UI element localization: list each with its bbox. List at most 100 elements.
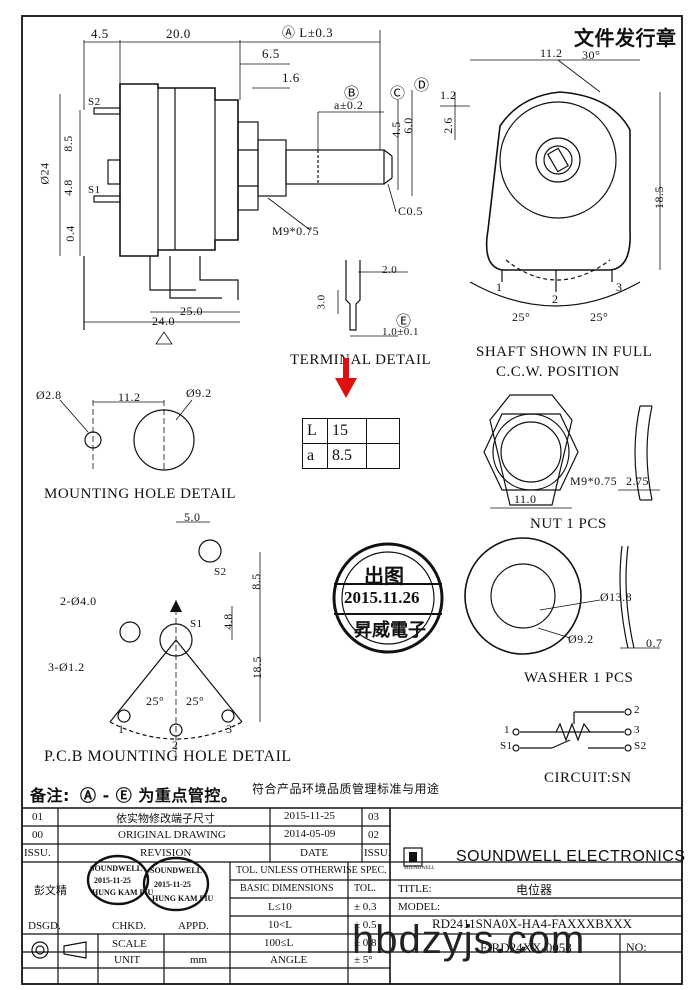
label-angle: ANGLE: [270, 954, 308, 966]
pcb-pin-2: 2: [172, 738, 179, 752]
signer-name: 彭文精: [34, 884, 67, 897]
table-cell-value: 8.5: [327, 443, 367, 469]
circuit-pin-3: 3: [634, 724, 640, 736]
tol-range-3: 100≤L: [264, 937, 294, 949]
terminal-dim-3: 3.0: [315, 294, 328, 310]
dim-a-tol: a±0.2: [334, 98, 364, 112]
table-cell-empty: [366, 443, 400, 469]
rev-date-1: 2015-11-25: [284, 810, 335, 822]
dim-1-6: 1.6: [282, 70, 300, 85]
label-s2: S2: [88, 96, 101, 108]
rev-no-1: 01: [32, 811, 43, 823]
table-row: L 15: [302, 418, 400, 444]
shaft-title-1: SHAFT SHOWN IN FULL: [476, 344, 653, 360]
table-cell-label: a: [302, 443, 328, 469]
head-revision: REVISION: [140, 847, 192, 859]
label-chkd: CHKD.: [112, 920, 146, 932]
pcb-dim-3-dia: 3-Ø1.2: [48, 660, 85, 674]
tol-range-2: 10<L: [268, 919, 292, 931]
stamp-date: 2015.11.26: [344, 588, 420, 607]
title-value: 电位器: [516, 883, 553, 897]
dim-c-marker: Ⓒ: [390, 86, 406, 102]
terminal-detail-title: TERMINAL DETAIL: [290, 352, 432, 368]
rev-issu-1: 03: [368, 811, 379, 823]
angle-tol: ± 5°: [354, 954, 373, 966]
notes-label: 备注:: [30, 786, 70, 805]
chamfer-c0-5: C0.5: [398, 204, 424, 218]
nut-title: NUT 1 PCS: [530, 516, 607, 532]
dim-2-6: 2.6: [440, 117, 455, 134]
notes-env: 符合产品环境品质管理标准与用途: [252, 782, 440, 796]
dim-8-5: 8.5: [60, 135, 75, 152]
head-issu-2: ISSU.: [364, 847, 391, 859]
table-cell-label: L: [302, 418, 328, 444]
dim-1-2: 1.2: [440, 88, 457, 102]
pcb-dim-18-5: 18.5: [250, 656, 264, 679]
shaft-dim-25b: 25°: [590, 310, 609, 324]
approval-stamp-2: SOUNDWELL: [150, 866, 203, 875]
company-name: SOUNDWELL ELECTRONICS: [456, 848, 686, 865]
mount-dim-2-8: Ø2.8: [36, 388, 62, 402]
shaft-dim-11-2: 11.2: [540, 46, 563, 60]
pcb-title: P.C.B MOUNTING HOLE DETAIL: [44, 748, 292, 765]
approval-stamp-name-1: HUNG KAM PIU: [92, 888, 154, 897]
mount-dim-11-2: 11.2: [118, 390, 141, 404]
dim-0-4: 0.4: [62, 225, 77, 242]
tol-header: TOL. UNLESS OTHERWISE SPEC.: [236, 865, 387, 876]
shaft-dim-30deg: 30°: [582, 48, 601, 62]
dim-24: 24.0: [152, 314, 175, 328]
watermark: hbdzyjs.com: [352, 918, 586, 962]
rev-issu-0: 02: [368, 829, 379, 841]
nut-dim-m9: M9*0.75: [570, 474, 618, 488]
shaft-pin-1: 1: [496, 280, 503, 294]
pcb-dim-25a: 25°: [146, 694, 165, 708]
shaft-dim-18-5: 18.5: [652, 186, 666, 209]
shaft-dim-25a: 25°: [512, 310, 531, 324]
terminal-dim-2: 2.0: [382, 264, 398, 276]
l-dimension-table: L 15 a 8.5: [302, 418, 400, 469]
approval-stamp-1: SOUNDWELL: [90, 864, 143, 873]
basic-dim-header: BASIC DIMENSIONS: [240, 883, 334, 894]
nut-dim-11: 11.0: [514, 492, 537, 506]
shaft-pin-2: 2: [552, 292, 559, 306]
pcb-label-s2: S2: [214, 566, 227, 578]
title-label: TITLE:: [398, 883, 432, 895]
company-logo: SOUNDWELL: [404, 866, 436, 871]
rev-no-0: 00: [32, 829, 43, 841]
approval-stamp-name-2: HUNG KAM PIU: [152, 894, 214, 903]
drawing-number: F-RD24XX-0058: [480, 940, 572, 955]
terminal-dim-e: 1.0±0.1: [382, 326, 420, 338]
pcb-dim-5: 5.0: [184, 510, 201, 524]
red-arrow-stem: [343, 358, 349, 380]
tol-range-1: L≤10: [268, 901, 292, 913]
tol-val-3: ± 0.8: [354, 937, 377, 949]
washer-title: WASHER 1 PCS: [524, 670, 634, 686]
dim-6-5: 6.5: [262, 46, 280, 61]
dim-4-8: 4.8: [60, 179, 75, 196]
washer-dim-9-2: Ø9.2: [568, 632, 594, 646]
tol-col-header: TOL.: [354, 883, 376, 894]
shaft-pin-3: 3: [616, 280, 623, 294]
circuit-pin-2: 2: [634, 704, 640, 716]
shaft-title-2: C.C.W. POSITION: [496, 364, 620, 380]
unit-value: mm: [190, 954, 208, 966]
table-cell-value: 15: [327, 418, 367, 444]
label-unit: UNIT: [114, 954, 141, 966]
dim-6-0-shaft: 6.0: [400, 117, 415, 134]
dim-dia-24: Ø24: [37, 162, 52, 185]
stamp-top-text: 出图: [364, 564, 404, 588]
label-dsgd: DSGD.: [28, 920, 61, 932]
circuit-pin-1: 1: [504, 724, 510, 736]
stamp-bottom-text: 昇威電子: [354, 620, 426, 641]
no-label: NO:: [626, 940, 647, 954]
dim-d-marker: Ⓓ: [414, 78, 430, 94]
thread-m9: M9*0.75: [272, 224, 320, 238]
rev-desc-1: 依实物修改端子尺寸: [116, 812, 215, 825]
dim-a-l: Ⓐ L±0.3: [282, 25, 334, 40]
approval-stamp-date-2: 2015-11-25: [154, 880, 191, 889]
table-cell-empty: [366, 418, 400, 444]
red-arrow-icon: [335, 378, 357, 398]
pcb-dim-2-dia: 2-Ø4.0: [60, 594, 97, 608]
circuit-pin-s2: S2: [634, 740, 647, 752]
